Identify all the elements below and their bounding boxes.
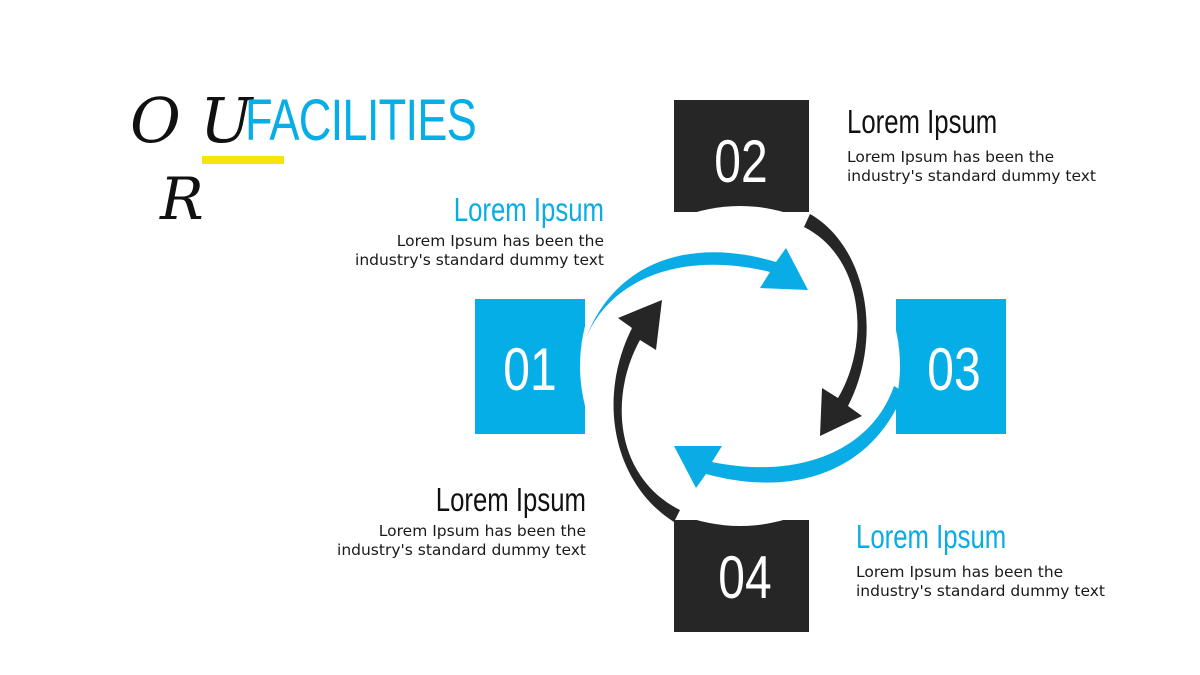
step-01-heading: Lorem Ipsum (453, 191, 604, 228)
step-01-description: Lorem Ipsum has been the industry's stan… (300, 232, 604, 270)
step-04-desc-line1: Lorem Ipsum has been the (378, 522, 586, 540)
title-facilities: FACILITIES (245, 88, 477, 153)
step-03-heading: Lorem Ipsum (856, 518, 1007, 555)
step-04-text: Lorem Ipsum Lorem Ipsum has been the ind… (290, 480, 586, 560)
step-02-description: Lorem Ipsum has been the industry's stan… (847, 148, 1167, 186)
title-letter-r: R (160, 165, 204, 233)
step-04-heading: Lorem Ipsum (435, 481, 586, 518)
step-04-desc-line2: industry's standard dummy text (337, 541, 586, 559)
step-01-number: 01 (503, 336, 556, 403)
arrow-black-left-icon (613, 300, 680, 522)
step-01-text: Lorem Ipsum Lorem Ipsum has been the ind… (300, 190, 604, 270)
step-02-text: Lorem Ipsum Lorem Ipsum has been the ind… (847, 102, 1167, 186)
step-03-desc-line2: industry's standard dummy text (856, 582, 1105, 600)
step-02-number: 02 (714, 128, 767, 195)
step-02-heading: Lorem Ipsum (847, 103, 998, 140)
step-01-desc-line2: industry's standard dummy text (355, 251, 604, 269)
center-disc (580, 206, 900, 526)
step-02-desc-line2: industry's standard dummy text (847, 167, 1096, 185)
step-04-number: 04 (718, 544, 771, 611)
step-03-description: Lorem Ipsum has been the industry's stan… (856, 563, 1176, 601)
step-04-description: Lorem Ipsum has been the industry's stan… (290, 522, 586, 560)
title-letter-o: O (130, 84, 181, 157)
step-03-block (896, 299, 1006, 434)
step-04-block (674, 520, 809, 632)
step-03-number: 03 (927, 336, 980, 403)
step-03-desc-line1: Lorem Ipsum has been the (856, 563, 1064, 581)
title-letter-u: U (200, 84, 253, 157)
step-03-text: Lorem Ipsum Lorem Ipsum has been the ind… (856, 517, 1176, 601)
arrow-black-right-icon (804, 214, 867, 436)
step-02-block (674, 100, 809, 212)
step-01-desc-line1: Lorem Ipsum has been the (396, 232, 604, 250)
arrow-blue-top-icon (586, 248, 808, 338)
arrow-blue-bottom-icon (674, 386, 904, 488)
title-underline (202, 156, 284, 164)
step-01-block (475, 299, 585, 434)
step-02-desc-line1: Lorem Ipsum has been the (847, 148, 1055, 166)
